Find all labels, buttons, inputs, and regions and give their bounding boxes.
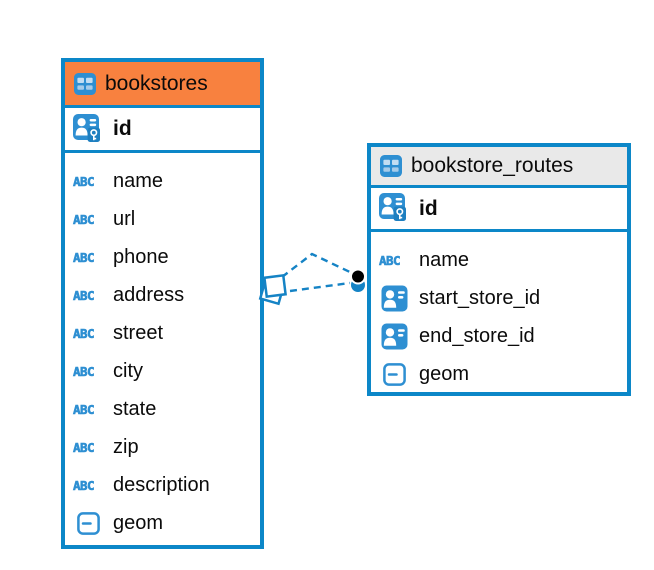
relationship-line[interactable] [281,252,353,278]
foreign-key-icon [379,285,410,312]
column-label: id [113,117,132,140]
column-label: start_store_id [419,286,541,309]
text-type-icon: ABC [73,325,95,341]
column-phone[interactable]: ABC phone [65,238,260,276]
text-type-icon: ABC [73,287,95,303]
text-type-icon: ABC [73,363,95,379]
relationship-square-marker [258,274,287,306]
table-bookstores-columns: ABC name ABC url ABC phone ABC address A… [65,153,260,542]
foreign-key-icon [379,323,410,350]
column-geom[interactable]: geom [371,355,627,393]
column-name[interactable]: ABC name [65,162,260,200]
column-label: street [113,321,164,344]
table-bookstore-routes-header[interactable]: bookstore_routes [371,147,627,188]
column-start-store-id[interactable]: start_store_id [371,279,627,317]
column-label: url [113,207,136,230]
relationship-endpoint-dot-black [350,268,366,285]
text-type-icon: ABC [73,477,95,493]
table-bookstores-header[interactable]: bookstores [65,62,260,108]
column-label: state [113,397,157,420]
column-label: description [113,473,210,496]
geometry-type-icon [379,362,410,386]
column-city[interactable]: ABC city [65,352,260,390]
column-label: end_store_id [419,324,535,347]
relationship-endpoint-dot-blue [351,278,365,292]
column-street[interactable]: ABC street [65,314,260,352]
table-title: bookstore_routes [411,154,574,177]
table-bookstore-routes-columns: ABC name start_store_id [371,232,627,393]
column-address[interactable]: ABC address [65,276,260,314]
column-label: name [113,169,164,192]
text-type-icon: ABC [73,249,95,265]
column-label: city [113,359,143,382]
table-title: bookstores [105,71,208,95]
primary-key-icon [379,192,410,225]
table-bookstores[interactable]: bookstores id ABC [61,58,264,549]
column-label: geom [419,362,470,385]
column-geom[interactable]: geom [65,504,260,542]
column-description[interactable]: ABC description [65,466,260,504]
column-label: id [419,196,438,220]
column-id[interactable]: id [65,108,260,153]
column-label: geom [113,511,164,534]
column-name[interactable]: ABC name [371,241,627,279]
column-zip[interactable]: ABC zip [65,428,260,466]
text-type-icon: ABC [73,401,95,417]
text-type-icon: ABC [73,173,95,189]
column-label: name [419,248,470,271]
column-label: address [113,283,185,306]
relationship-line[interactable] [289,281,351,293]
column-label: phone [113,245,169,268]
column-id[interactable]: id [371,188,627,232]
column-state[interactable]: ABC state [65,390,260,428]
geometry-type-icon [73,511,104,535]
text-type-icon: ABC [73,439,95,455]
table-icon [380,155,402,177]
column-url[interactable]: ABC url [65,200,260,238]
primary-key-icon [73,113,104,146]
text-type-icon: ABC [379,252,401,268]
table-icon [74,72,96,95]
column-label: zip [113,435,139,458]
column-end-store-id[interactable]: end_store_id [371,317,627,355]
text-type-icon: ABC [73,211,95,227]
table-bookstore-routes[interactable]: bookstore_routes id ABC [367,143,631,396]
